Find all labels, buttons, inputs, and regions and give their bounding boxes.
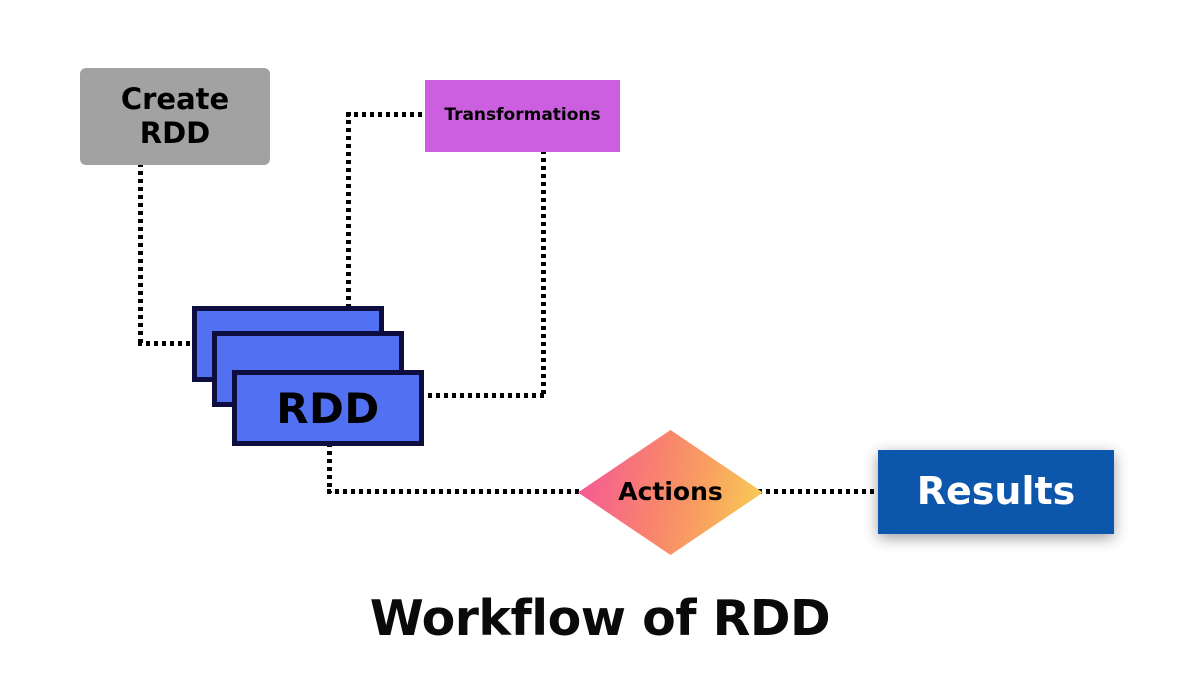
node-actions-label: Actions: [618, 477, 723, 507]
node-create-rdd[interactable]: Create RDD: [80, 68, 270, 165]
node-create-rdd-label-line2: RDD: [139, 115, 211, 150]
connector-rdd-to-actions-vertical: [327, 443, 332, 493]
node-rdd-label: RDD: [276, 383, 380, 433]
node-create-rdd-label-line1: Create: [120, 82, 230, 117]
diagram-title: Workflow of RDD: [369, 590, 831, 647]
node-actions[interactable]: Actions: [578, 430, 763, 555]
node-rdd-stack-front[interactable]: RDD: [232, 370, 424, 446]
connector-rdd-to-actions-horizontal: [327, 489, 585, 494]
connector-transformations-out-horizontal: [420, 393, 546, 398]
connector-create-rdd-horizontal: [138, 341, 196, 346]
connector-actions-to-results: [758, 489, 884, 494]
node-results[interactable]: Results: [878, 450, 1114, 534]
connector-transformations-out-vertical: [541, 150, 546, 396]
connector-create-rdd-vertical: [138, 163, 143, 345]
node-transformations-label: Transformations: [444, 105, 601, 126]
node-results-label: Results: [916, 469, 1076, 514]
node-transformations[interactable]: Transformations: [425, 80, 620, 152]
connector-transformations-in-horizontal: [346, 112, 428, 117]
connector-transformations-in-vertical: [346, 112, 351, 310]
